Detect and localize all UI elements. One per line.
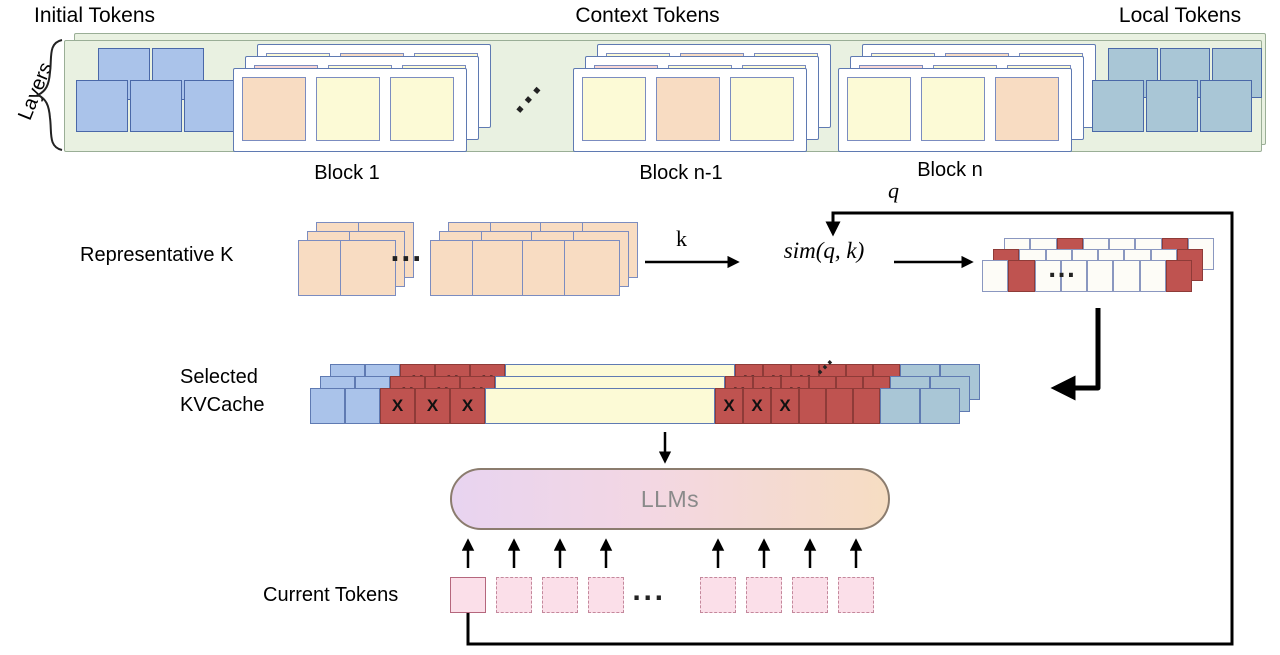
context-token-square: [921, 77, 985, 141]
block-n-label: Block n: [917, 159, 983, 181]
context-block-panel: [838, 68, 1072, 152]
current-token-square-dashed: [700, 577, 736, 613]
local-tokens-label: Local Tokens: [1118, 4, 1242, 27]
kvcache-cell-red: [826, 388, 853, 424]
kvcache-cell-redx: X: [715, 388, 743, 424]
similarity-result-cell: [1008, 260, 1035, 292]
local-token-square: [1146, 80, 1198, 132]
result-ellipsis: ...: [1048, 258, 1077, 283]
rep-k-square: [340, 240, 396, 296]
current-token-square-dashed: [542, 577, 578, 613]
kvcache-cell-redx: X: [380, 388, 415, 424]
initial-token-square: [76, 80, 128, 132]
current-token-square-dashed: [588, 577, 624, 613]
context-tokens-label: Context Tokens: [575, 4, 720, 27]
kvcache-cell-red: [853, 388, 880, 424]
selected-label-line1: Selected: [180, 366, 258, 388]
context-token-square: [242, 77, 306, 141]
context-token-square: [390, 77, 454, 141]
layers-label: Layers: [14, 59, 57, 124]
kvcache-cell-redx: X: [743, 388, 771, 424]
similarity-result-cell: [982, 260, 1009, 292]
sim-qk-label: sim(q, k): [783, 238, 865, 263]
result-to-kvcache-arrow: [1050, 308, 1101, 401]
similarity-result-cell: [1165, 260, 1192, 292]
kvcache-cell-redx: X: [771, 388, 799, 424]
kvcache-cell-redx: X: [415, 388, 450, 424]
similarity-result-cell: [1113, 260, 1140, 292]
initial-tokens-label: Initial Tokens: [34, 4, 156, 27]
current-token-square-dashed: [746, 577, 782, 613]
kvcache-cell-teal: [880, 388, 920, 424]
current-tokens-label: Current Tokens: [263, 584, 399, 606]
rep-k-ellipsis: ...: [390, 238, 423, 268]
kvcache-cell-redx: X: [450, 388, 485, 424]
context-token-square: [995, 77, 1059, 141]
similarity-result-cell: [1139, 260, 1166, 292]
current-tokens-ellipsis: ...: [632, 578, 666, 606]
llms-pill: LLMs: [450, 468, 890, 530]
local-token-square: [1092, 80, 1144, 132]
rep-k-square: [472, 240, 528, 296]
context-token-square: [730, 77, 794, 141]
context-token-square: [316, 77, 380, 141]
q-label: q: [888, 178, 899, 203]
current-token-square-dashed: [792, 577, 828, 613]
kvcache-cell-blue: [310, 388, 345, 424]
similarity-result-row: [982, 260, 1192, 292]
k-label: k: [676, 226, 687, 251]
kvcache-cell-red: [799, 388, 826, 424]
initial-token-square: [184, 80, 236, 132]
selected-label-line2: KVCache: [180, 394, 265, 416]
initial-token-square: [130, 80, 182, 132]
block-1-label: Block 1: [314, 162, 380, 184]
kvcache-cell-teal: [920, 388, 960, 424]
context-block-panel: [573, 68, 807, 152]
representative-k-label: Representative K: [80, 244, 234, 266]
current-token-square-dashed: [496, 577, 532, 613]
kvcache-cell-blue: [345, 388, 380, 424]
context-token-square: [656, 77, 720, 141]
context-token-square: [582, 77, 646, 141]
context-block-panel: [233, 68, 467, 152]
rep-k-square: [564, 240, 620, 296]
local-token-square: [1200, 80, 1252, 132]
current-token-square: [450, 577, 486, 613]
similarity-result-cell: [1087, 260, 1114, 292]
current-token-square-dashed: [838, 577, 874, 613]
kvcache-cell-cream: [485, 388, 715, 424]
context-token-square: [847, 77, 911, 141]
block-n-1-label: Block n-1: [639, 162, 723, 184]
